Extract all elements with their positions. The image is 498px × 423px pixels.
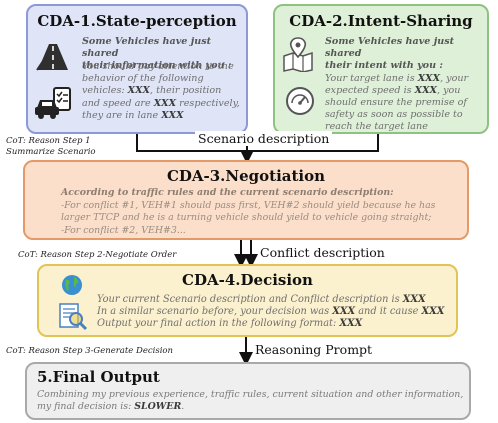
cda2-line1: Some Vehicles have just shared: [325, 36, 455, 60]
cda4-title: CDA-4.Decision: [182, 271, 313, 289]
search-document-icon: [57, 302, 89, 332]
car-checklist-icon: [34, 86, 74, 120]
cda2-line5: should ensure the premise of: [325, 97, 467, 109]
cda2-title: CDA-2.Intent-Sharing: [289, 12, 473, 30]
connector-cda1: [136, 134, 243, 152]
cda1-line7: they are in lane XXX: [82, 109, 184, 121]
final-line1: Combining my previous experience, traffi…: [37, 389, 464, 400]
cda1-title: CDA-1.State-perception: [37, 12, 237, 30]
cda2-box: CDA-2.Intent-Sharing Some Vehicles have …: [273, 4, 489, 134]
speedometer-icon: [285, 86, 315, 116]
final-line2: my final decision is: SLOWER.: [37, 401, 185, 412]
cda4-line1: Your current Scenario description and Co…: [97, 294, 426, 305]
cda3-line1: According to traffic rules and the curre…: [61, 187, 394, 198]
cot-step2-label: CoT: Reason Step 2-Negotiate Order: [18, 250, 177, 260]
conflict-description-label: Conflict description: [260, 245, 385, 260]
final-output-box: 5.Final Output Combining my previous exp…: [25, 362, 471, 420]
cda3-title: CDA-3.Negotiation: [166, 167, 326, 185]
cda1-line2: their information with you :: [82, 60, 232, 72]
cot-step1-sub: Summarize Scenario: [6, 146, 96, 157]
cot-step3-label: CoT: Reason Step 3-Generate Decision: [6, 346, 173, 356]
final-title: 5.Final Output: [37, 368, 160, 386]
reasoning-prompt-label: Reasoning Prompt: [255, 342, 373, 357]
cda1-line5: vehicles: XXX, their position: [82, 85, 222, 97]
cda4-box: CDA-4.Decision Your current Scenario des…: [37, 264, 458, 337]
cda1-line4: behavior of the following: [82, 73, 204, 85]
cda3-line3: larger TTCP and he is a turning vehicle …: [61, 212, 432, 223]
cda2-line6: safety as soon as possible to: [325, 109, 463, 121]
cda2-line2: their intent with you :: [325, 60, 443, 72]
cda3-box: CDA-3.Negotiation According to traffic r…: [23, 160, 469, 240]
cot-step1-label: CoT: Reason Step 1: [6, 136, 91, 146]
map-pin-icon: [281, 36, 315, 73]
cda1-line1: Some Vehicles have just shared: [82, 36, 212, 60]
cda2-line4: expected speed is XXX, you: [325, 84, 461, 96]
cda1-box: CDA-1.State-perception Some Vehicles hav…: [26, 4, 248, 134]
globe-icon: [61, 274, 83, 296]
cda3-line4: -For conflict #2, VEH#3...: [61, 224, 186, 236]
cda1-line6: and speed are XXX respectively,: [82, 97, 240, 109]
road-icon: [36, 42, 70, 72]
scenario-description-label: Scenario description: [195, 131, 333, 146]
cda2-line7: reach the target lane: [325, 121, 428, 133]
cda3-line2: -For conflict #1, VEH#1 should pass firs…: [61, 199, 436, 211]
connector-cda2: [251, 134, 379, 152]
cda4-line2: In a similar scenario before, your decis…: [97, 306, 445, 318]
cda4-line3: Output your final action in the followin…: [97, 318, 363, 330]
cda1-line3: You should pay attention to the: [82, 61, 234, 72]
cda2-line3: Your target lane is XXX, your: [325, 72, 469, 84]
